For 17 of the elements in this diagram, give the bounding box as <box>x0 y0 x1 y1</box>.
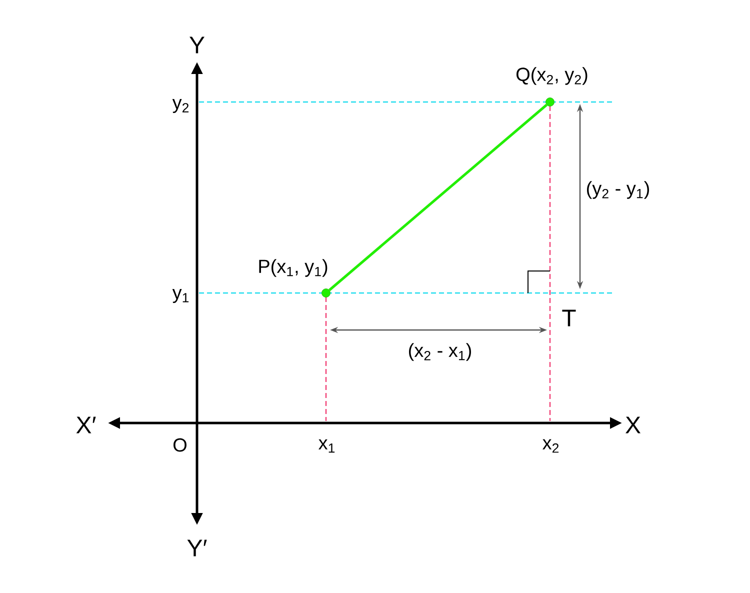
dimension-label: (y$_{2}$ - y$_{1}$) <box>587 181 649 199</box>
point-label: P(x$_{1}$, y$_{1}$) <box>259 259 328 277</box>
point-dot <box>546 98 554 106</box>
point-label: Q(x$_{2}$, y$_{2}$) <box>516 67 588 85</box>
point-dot <box>322 288 330 298</box>
axis-label: X′ <box>76 416 96 434</box>
point-label: T <box>562 310 576 326</box>
tick-label: x$_{1}$ <box>318 439 335 453</box>
tick-label: x$_{2}$ <box>542 439 559 453</box>
axis-label: Y <box>190 36 204 54</box>
axis-label: X <box>626 416 640 434</box>
tick-label: y$_{1}$ <box>172 289 189 303</box>
line-segment <box>328 104 548 292</box>
dimension-label: (x$_{2}$ - x$_{1}$) <box>409 343 471 361</box>
origin-label: O <box>174 438 186 452</box>
tick-label: y$_{2}$ <box>172 99 189 113</box>
axis-label: Y′ <box>187 540 207 556</box>
